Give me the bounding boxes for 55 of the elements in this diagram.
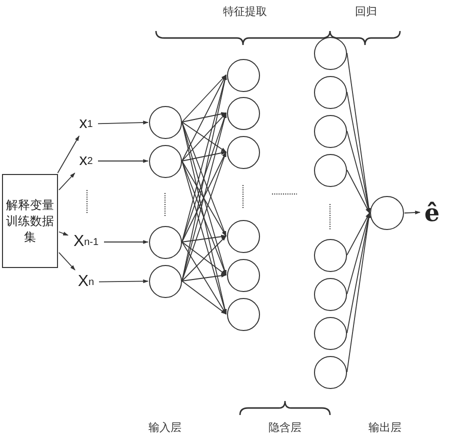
neuron-circle (226, 298, 260, 330)
arrow (182, 160, 226, 236)
neuron-circle (226, 136, 260, 168)
arrow (104, 240, 149, 244)
arrow (58, 252, 76, 270)
arrow (182, 74, 226, 122)
neuron-circle (226, 58, 260, 92)
neuron-circle (226, 220, 260, 252)
output-symbol: ê (421, 197, 443, 227)
neuron-circle (148, 144, 182, 178)
arrow (182, 160, 226, 315)
arrow (57, 136, 80, 174)
layer-label: 回归 (355, 5, 377, 19)
neuron-circle (370, 196, 404, 230)
arrow (182, 112, 227, 122)
neuron-circle (314, 238, 346, 272)
arrow (182, 122, 226, 152)
arrow (182, 280, 226, 314)
arrow (346, 212, 370, 256)
neuron-circle (148, 106, 182, 138)
arrow (346, 130, 370, 214)
layer-label: 输出层 (368, 421, 402, 435)
neuron-circle (226, 96, 260, 130)
neuron-circle (314, 278, 346, 310)
arrow (182, 152, 226, 242)
arrow (346, 170, 370, 214)
arrow (182, 242, 226, 314)
arrow (58, 231, 68, 236)
arrow (182, 112, 226, 162)
neuron-circle (314, 76, 346, 108)
arrow (346, 212, 370, 294)
arrow (98, 279, 149, 284)
arrow (182, 234, 227, 242)
arrow (404, 210, 421, 214)
data-box: 解释变量训练数据集 (2, 174, 58, 268)
neuron-circle (314, 316, 346, 350)
neuron-circle (314, 154, 346, 186)
neuron-circle (226, 258, 260, 292)
arrow (182, 74, 226, 162)
arrow (58, 172, 76, 190)
neuron-circle (314, 36, 346, 70)
layer-label: 特征提取 (223, 5, 267, 19)
neuron-circle (314, 114, 346, 148)
arrow (182, 242, 226, 276)
layer-label: 输入层 (148, 421, 182, 435)
arrow (98, 159, 149, 163)
layer-label: 隐含层 (268, 421, 302, 435)
neuron-circle (148, 226, 182, 258)
arrow (182, 236, 226, 282)
neuron-circle (314, 356, 346, 388)
arrow (182, 151, 227, 162)
neuron-circle (148, 264, 182, 298)
arrow (182, 274, 227, 282)
arrow (98, 120, 149, 124)
arrow (182, 122, 227, 315)
